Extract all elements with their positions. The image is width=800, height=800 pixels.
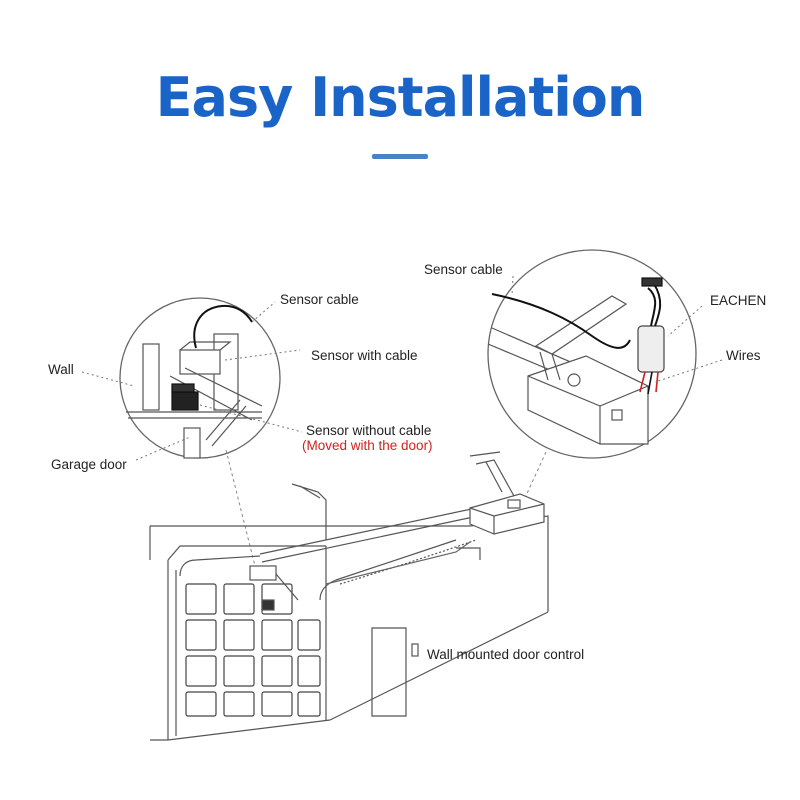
wires-label: Wires	[726, 348, 761, 363]
moved-with-door-label: (Moved with the door)	[302, 438, 433, 453]
wall-label: Wall	[48, 362, 74, 377]
right-detail-circle	[487, 249, 697, 459]
left-detail-circle	[119, 297, 281, 459]
garage-door-label: Garage door	[51, 457, 127, 472]
sensor-cable-right-label: Sensor cable	[424, 262, 503, 277]
page-title: Easy Installation	[155, 66, 646, 129]
sensor-cable-left-label: Sensor cable	[280, 292, 359, 307]
eachen-label: EACHEN	[710, 293, 767, 308]
title-underline	[372, 154, 428, 159]
wall-control-label: Wall mounted door control	[427, 647, 585, 662]
sensor-with-cable-label: Sensor with cable	[311, 348, 418, 363]
sensor-without-cable-label: Sensor without cable	[306, 423, 432, 438]
garage-scene	[149, 451, 549, 741]
